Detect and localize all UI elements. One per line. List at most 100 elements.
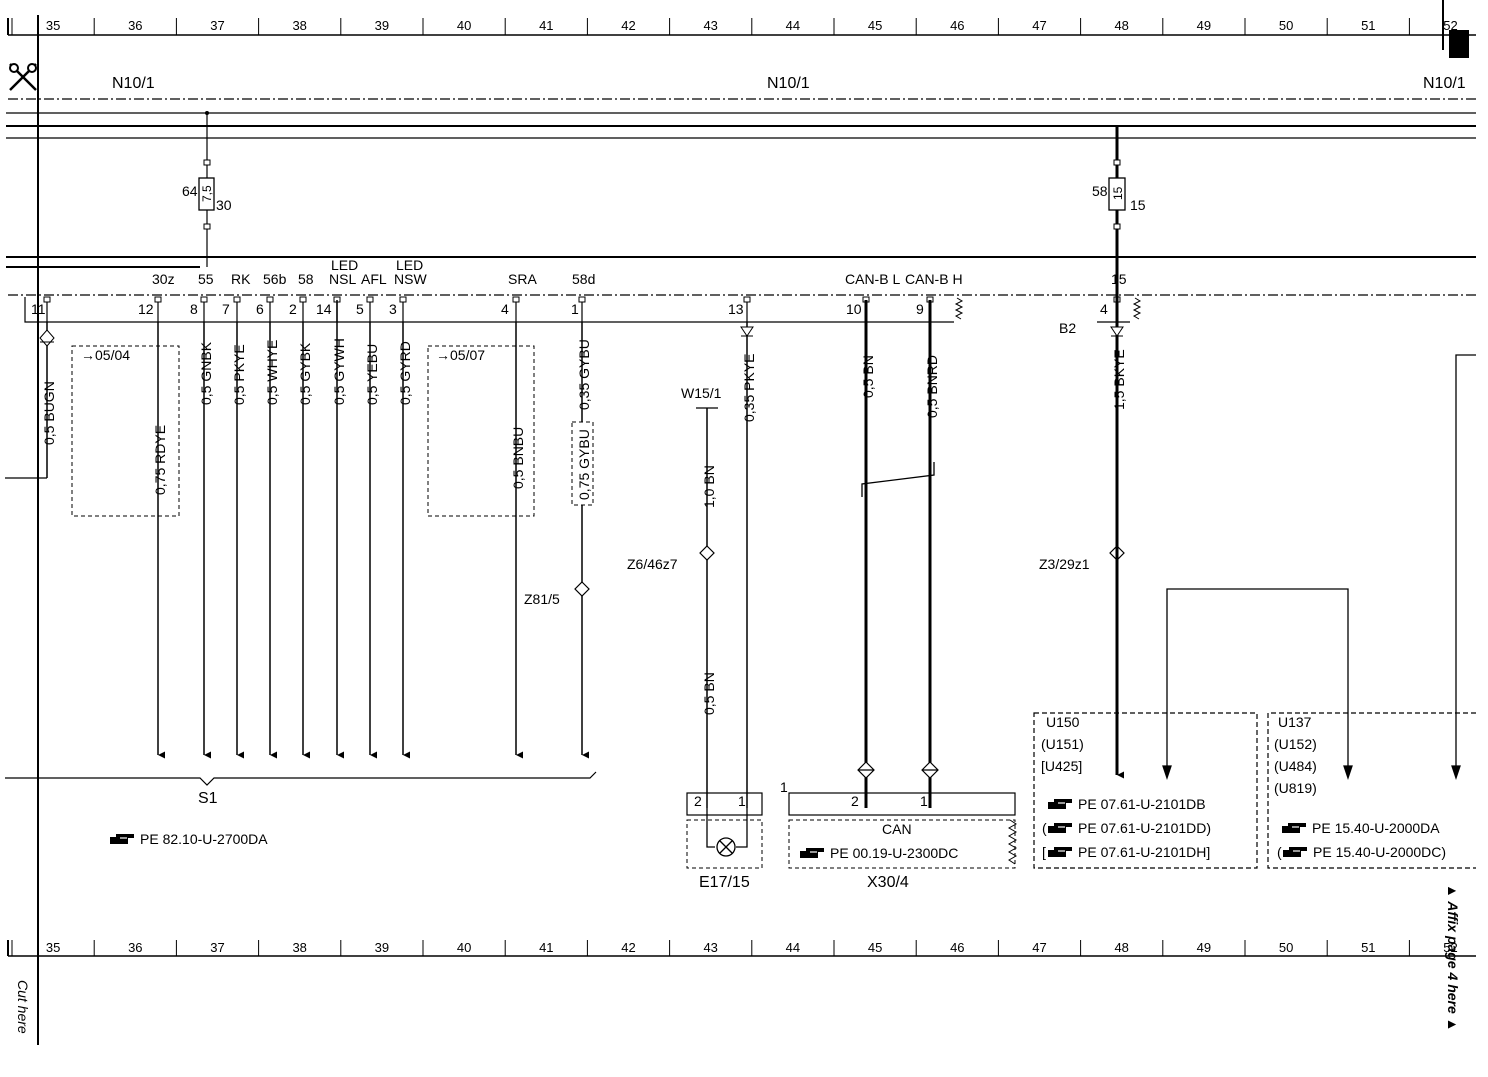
column-number: 43 xyxy=(703,18,717,33)
wire-gybk-label: 0,5 GYBK xyxy=(297,342,313,405)
column-number: 40 xyxy=(457,18,471,33)
pin-4b: 4 xyxy=(1100,301,1108,317)
terminal-afl: AFL xyxy=(361,271,387,287)
pe-references: PE 82.10-U-2700DA PE 00.19-U-2300DC PE 0… xyxy=(110,796,1446,861)
hand-pointer-icon xyxy=(1283,847,1307,857)
svg-text:PE 82.10-U-2700DA: PE 82.10-U-2700DA xyxy=(140,831,268,847)
hand-pointer-icon xyxy=(800,848,824,858)
wire-gywh-label: 0,5 GYWH xyxy=(331,338,347,405)
terminal-55: 55 xyxy=(198,271,214,287)
pin-6: 6 xyxy=(256,301,264,317)
column-number: 36 xyxy=(128,940,142,955)
column-number: 47 xyxy=(1032,940,1046,955)
wire-bugn xyxy=(5,322,55,479)
pe-s1-ref[interactable]: PE 82.10-U-2700DA xyxy=(110,831,268,847)
column-number: 36 xyxy=(128,18,142,33)
hand-pointer-icon xyxy=(110,834,134,844)
n10-label-left: N10/1 xyxy=(112,75,155,92)
column-number: 50 xyxy=(1279,18,1293,33)
column-number: 35 xyxy=(46,940,60,955)
x30-pin-2: 2 xyxy=(851,793,859,809)
svg-text:[U425]: [U425] xyxy=(1041,758,1082,774)
hand-pointer-icon xyxy=(1282,823,1306,833)
wire-yebu-label: 0,5 YEBU xyxy=(364,344,380,405)
pin-9: 9 xyxy=(916,301,924,317)
column-number: 39 xyxy=(375,18,389,33)
connector-break-left xyxy=(954,297,964,320)
column-number: 51 xyxy=(1361,18,1375,33)
terminal-can-l: CAN-B L xyxy=(845,271,900,287)
wire-whye-label: 0,5 WHYE xyxy=(264,340,280,405)
column-number: 37 xyxy=(210,940,224,955)
wire-pkye35-label: 0,35 PKYE xyxy=(741,354,757,423)
pin-14: 14 xyxy=(316,301,332,317)
svg-text:U150: U150 xyxy=(1046,714,1080,730)
e17-pin-1: 1 xyxy=(738,793,746,809)
wire-labels: 0,5 BUGN 0,75 RDYE 0,5 GNBK 0,5 PKYE 0,5… xyxy=(41,338,1127,715)
cut-here-note: Cut here xyxy=(15,980,31,1034)
svg-text:(: ( xyxy=(1277,844,1282,860)
wire-gyrd-label: 0,5 GYRD xyxy=(397,341,413,405)
component-z6: Z6/46z7 xyxy=(627,556,678,572)
column-number: 48 xyxy=(1114,18,1128,33)
x30-pin-one: 1 xyxy=(780,779,788,795)
pe-x30-ref[interactable]: PE 00.19-U-2300DC xyxy=(800,845,958,861)
n10-label-mid: N10/1 xyxy=(767,75,810,92)
affix-page-note: ▲ Affix page 4 here ▲ xyxy=(1445,884,1461,1032)
column-number: 49 xyxy=(1197,940,1211,955)
b2-ground xyxy=(1110,326,1124,337)
fuse-64-rating: 7,5 xyxy=(200,185,214,202)
terminal-nsw: NSW xyxy=(394,271,427,287)
component-z81: Z81/5 xyxy=(524,591,560,607)
column-number: 39 xyxy=(375,940,389,955)
column-number: 50 xyxy=(1279,940,1293,955)
pin-numbers: 11 12 8 7 6 2 14 5 3 4 1 13 10 9 4 xyxy=(31,301,1108,317)
column-number: 47 xyxy=(1032,18,1046,33)
pe-u150-ref-3[interactable]: [ PE 07.61-U-2101DH] xyxy=(1042,844,1210,860)
wire-bn05-label: 0,5 BN xyxy=(701,672,717,715)
fuse-58-rating: 15 xyxy=(1111,186,1125,200)
fuse-64-terminal: 30 xyxy=(216,197,232,213)
pin-1a: 1 xyxy=(571,301,579,317)
column-number: 45 xyxy=(868,18,882,33)
pin-13: 13 xyxy=(728,301,744,317)
component-s1: S1 xyxy=(198,790,218,807)
column-number: 52 xyxy=(1443,18,1457,33)
u-linkage-wires xyxy=(1162,354,1476,781)
x30-can-label: CAN xyxy=(882,821,912,837)
component-z3: Z3/29z1 xyxy=(1039,556,1090,572)
column-number: 37 xyxy=(210,18,224,33)
fuse-58-terminal: 15 xyxy=(1130,197,1146,213)
e17-pin-2: 2 xyxy=(694,793,702,809)
pe-u150-ref-1[interactable]: PE 07.61-U-2101DB xyxy=(1048,796,1206,812)
column-number: 42 xyxy=(621,18,635,33)
pe-u150-ref-2[interactable]: ( PE 07.61-U-2101DD) xyxy=(1042,820,1211,836)
svg-text:PE 15.40-U-2000DC): PE 15.40-U-2000DC) xyxy=(1313,844,1446,860)
pin-3: 3 xyxy=(389,301,397,317)
wire-bkye-label: 1,5 BKYE xyxy=(1111,349,1127,410)
hand-pointer-icon xyxy=(1048,847,1072,857)
hand-pointer-icon xyxy=(1048,799,1072,809)
connector-break-right xyxy=(1132,297,1142,320)
svg-text:(: ( xyxy=(1042,820,1047,836)
column-number: 42 xyxy=(621,940,635,955)
terminal-30z: 30z xyxy=(152,271,175,287)
fuse-64-number: 64 xyxy=(182,183,198,199)
ref-0507: 05/07 xyxy=(450,347,485,363)
terminal-led-2: LED xyxy=(396,257,423,273)
svg-text:PE 07.61-U-2101DB: PE 07.61-U-2101DB xyxy=(1078,796,1206,812)
pin-2: 2 xyxy=(289,301,297,317)
column-number: 45 xyxy=(868,940,882,955)
svg-text:U137: U137 xyxy=(1278,714,1312,730)
wire-rdye-label: 0,75 RDYE xyxy=(152,425,168,495)
pin-12: 12 xyxy=(138,301,154,317)
pin-4a: 4 xyxy=(501,301,509,317)
pe-u137-ref-1[interactable]: PE 15.40-U-2000DA xyxy=(1282,820,1440,836)
pe-u137-ref-2[interactable]: ( PE 15.40-U-2000DC) xyxy=(1277,844,1446,860)
component-b2: B2 xyxy=(1059,320,1076,336)
column-number: 49 xyxy=(1197,18,1211,33)
pin-5: 5 xyxy=(356,301,364,317)
component-x30: X30/4 xyxy=(867,874,909,891)
power-busbars xyxy=(6,112,1476,268)
wire-gybu35-label: 0,35 GYBU xyxy=(576,339,592,410)
